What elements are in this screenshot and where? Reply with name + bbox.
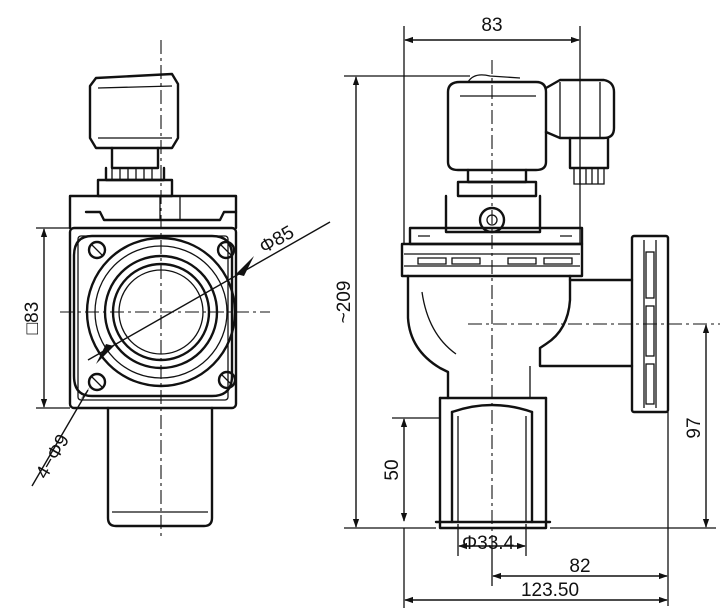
front-flange	[68, 226, 238, 410]
side-dimensions: 83 ~209 50 97 Φ33.4 82 123.50	[334, 15, 716, 608]
front-view	[60, 40, 270, 540]
side-body	[406, 274, 634, 400]
height-label: ~209	[334, 281, 355, 324]
offset-short-label: 82	[569, 556, 590, 577]
front-dimensions: □83 Φ85 4−Φ9	[22, 221, 331, 487]
bolt-holes-label: 4−Φ9	[32, 431, 74, 483]
outlet-diameter-label: Φ33.4	[462, 533, 515, 554]
front-body-top	[68, 194, 238, 230]
offset-long-label: 123.50	[521, 580, 579, 601]
side-coil	[446, 74, 616, 198]
front-outlet-pipe	[106, 406, 214, 528]
side-outlet-pipe	[434, 396, 552, 530]
front-coil	[88, 72, 180, 198]
front-bolt-holes	[87, 240, 237, 392]
width-label: 83	[481, 15, 502, 36]
side-bonnet	[408, 194, 584, 246]
side-view	[400, 60, 720, 548]
inlet-height-label: 97	[684, 417, 705, 438]
flange-square-label: □83	[22, 302, 43, 335]
outlet-height-label: 50	[382, 459, 403, 480]
